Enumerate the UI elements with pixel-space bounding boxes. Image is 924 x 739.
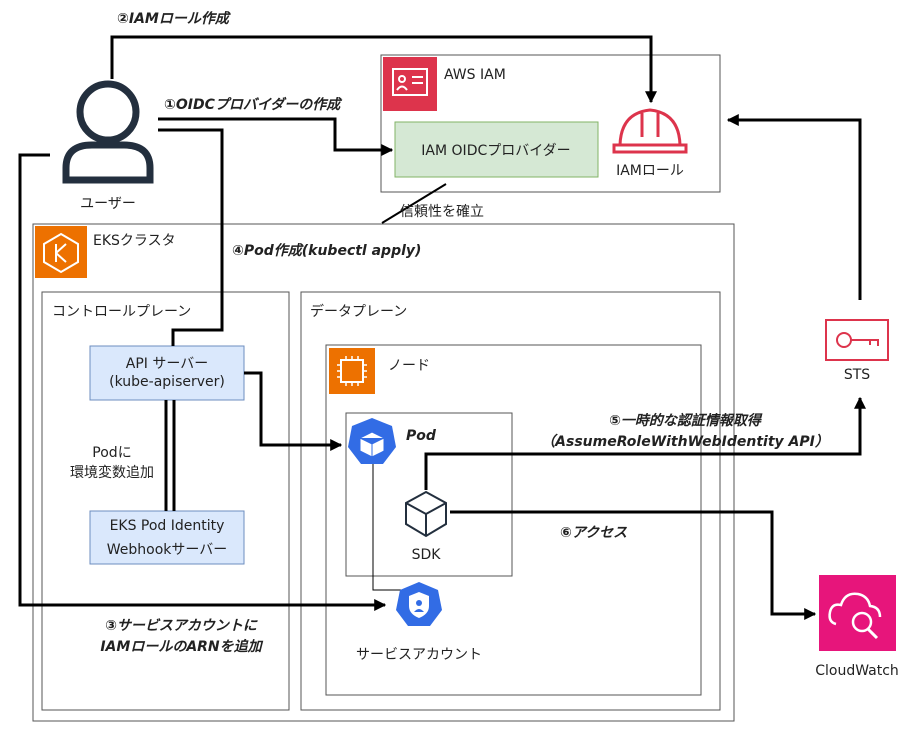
step4-label: ④Pod作成(kubectl apply) (232, 243, 422, 259)
aws-iam-box (380, 54, 721, 193)
api-server-label-line1[interactable]: API サーバー (125, 356, 209, 372)
step6-label: ⑥アクセス (560, 525, 628, 541)
arrow-create-oidc (158, 117, 394, 156)
trust-connector (381, 183, 447, 224)
arrow-create-role (110, 35, 657, 104)
webhook-box[interactable] (89, 510, 245, 565)
arrow-access-cloudwatch (450, 510, 817, 620)
iam-badge-icon (383, 57, 437, 111)
eks-icon (35, 226, 87, 278)
service-account-label: サービスアカウント (356, 647, 482, 663)
step3-label-line2: IAMロールのARNを追加 (100, 639, 262, 655)
arrow-assume-role (424, 396, 866, 490)
step1-label: ①OIDCプロバイダーの作成 (164, 97, 341, 113)
iam-role-label: IAMロール (616, 163, 684, 179)
node-box (325, 344, 702, 696)
pod-to-service-account (372, 462, 408, 591)
control-plane-box (41, 291, 290, 711)
cloudwatch-icon (819, 575, 896, 651)
helmet-icon (612, 108, 688, 154)
step5-label-line1: ⑤一時的な認証情報取得 (609, 413, 761, 429)
step5-label-line2: （AssumeRoleWithWebIdentity API） (541, 434, 829, 450)
line-create-pod (158, 128, 224, 346)
api-server-box[interactable] (89, 345, 245, 401)
arrow-add-service-account (18, 153, 387, 611)
user-label: ユーザー (80, 196, 136, 212)
node-label: ノード (388, 358, 430, 374)
data-plane-title: データプレーン (310, 304, 408, 320)
cloudwatch-label: CloudWatch (815, 663, 899, 679)
pod-icon (348, 418, 396, 464)
data-plane-box (300, 291, 721, 711)
step2-label: ②IAMロール作成 (117, 11, 229, 27)
control-plane-title: コントロールプレーン (52, 304, 192, 320)
eks-cluster-title: EKSクラスタ (93, 233, 176, 249)
env-note-line1: Podに (92, 445, 132, 461)
step3-label-line1: ③サービスアカウントに (105, 618, 257, 634)
key-icon (825, 319, 889, 361)
webhook-label-line1[interactable]: EKS Pod Identity (109, 518, 225, 534)
cube-icon (405, 490, 447, 538)
eks-cluster-box (32, 223, 735, 722)
aws-iam-title: AWS IAM (444, 67, 506, 83)
env-note-line2: 環境変数追加 (70, 465, 154, 481)
sdk-label: SDK (411, 547, 441, 563)
arrow-sts-to-role (726, 114, 862, 300)
webhook-label-line2[interactable]: Webhookサーバー (106, 542, 228, 558)
ec2-chip-icon (329, 348, 375, 394)
arrow-api-to-pod (244, 371, 343, 451)
user-icon (62, 80, 154, 184)
api-server-label-line2[interactable]: (kube-apiserver) (109, 374, 225, 390)
pod-label: Pod (406, 428, 436, 444)
trust-label: 信頼性を確立 (400, 204, 484, 220)
service-account-icon (396, 582, 442, 626)
oidc-provider-label[interactable]: IAM OIDCプロバイダー (421, 143, 571, 159)
oidc-provider-box[interactable] (394, 121, 599, 178)
pod-box (345, 412, 513, 577)
sts-label: STS (843, 367, 871, 383)
